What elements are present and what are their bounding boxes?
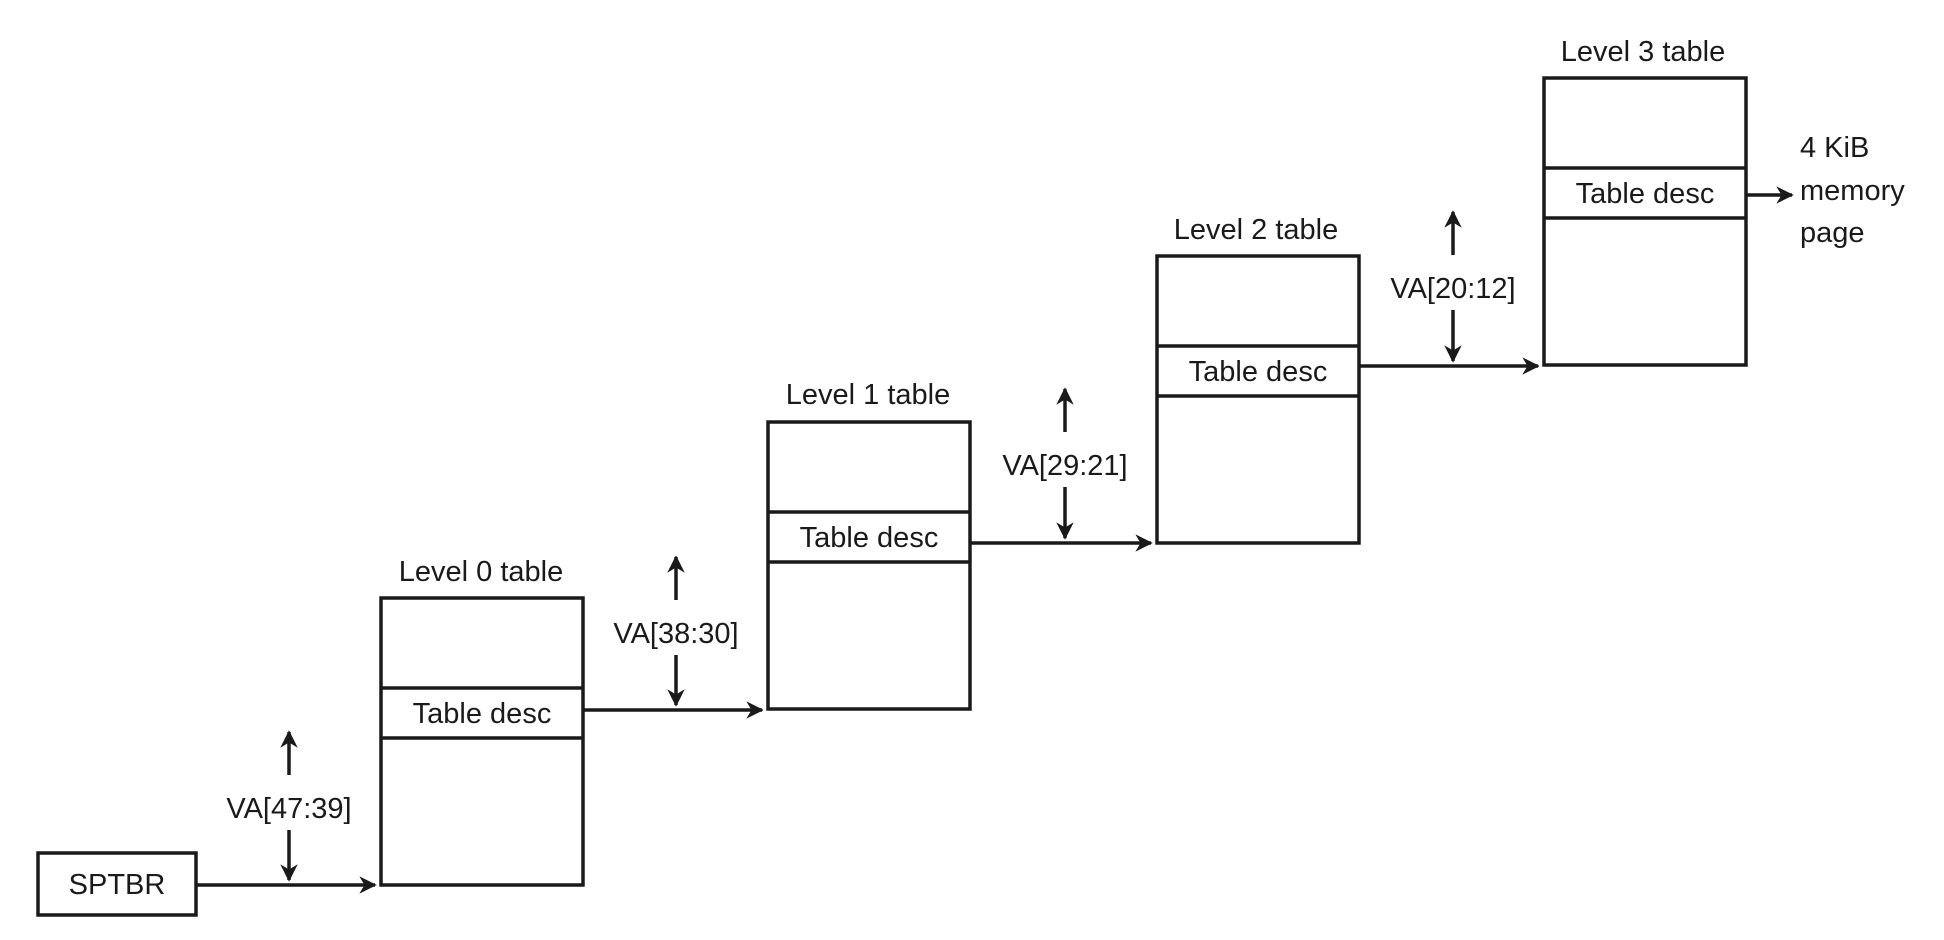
index-indicator-1: VA[38:30] xyxy=(613,555,739,707)
level-2-table: Level 2 table Table desc xyxy=(1155,214,1361,545)
memory-page-line-2: memory xyxy=(1800,175,1905,207)
memory-page-label: 4 KiB memory page xyxy=(1800,132,1905,249)
memory-page-line-3: page xyxy=(1800,217,1865,249)
level-2-entry: Table desc xyxy=(1189,356,1328,388)
level-2-title: Level 2 table xyxy=(1174,214,1338,246)
sptbr-register: SPTBR xyxy=(36,851,198,917)
memory-page-line-1: 4 KiB xyxy=(1800,132,1869,164)
sptbr-label: SPTBR xyxy=(69,869,166,901)
level-3-title: Level 3 table xyxy=(1561,36,1725,68)
va-bits-label-2: VA[29:21] xyxy=(1002,450,1127,482)
level-0-table: Level 0 table Table desc xyxy=(379,556,585,887)
va-bits-label-3: VA[20:12] xyxy=(1390,273,1515,305)
level-3-table: Level 3 table Table desc xyxy=(1542,36,1748,367)
level-1-table: Level 1 table Table desc xyxy=(766,379,972,711)
level-3-entry: Table desc xyxy=(1576,178,1715,210)
level-0-title: Level 0 table xyxy=(399,556,563,588)
index-indicator-2: VA[29:21] xyxy=(1002,387,1128,540)
index-indicator-0: VA[47:39] xyxy=(226,730,352,882)
level-1-entry: Table desc xyxy=(800,522,939,554)
va-bits-label-1: VA[38:30] xyxy=(613,618,738,650)
va-bits-label-0: VA[47:39] xyxy=(226,793,351,825)
index-indicator-3: VA[20:12] xyxy=(1390,210,1516,363)
level-0-entry: Table desc xyxy=(413,698,552,730)
level-1-title: Level 1 table xyxy=(786,379,950,411)
